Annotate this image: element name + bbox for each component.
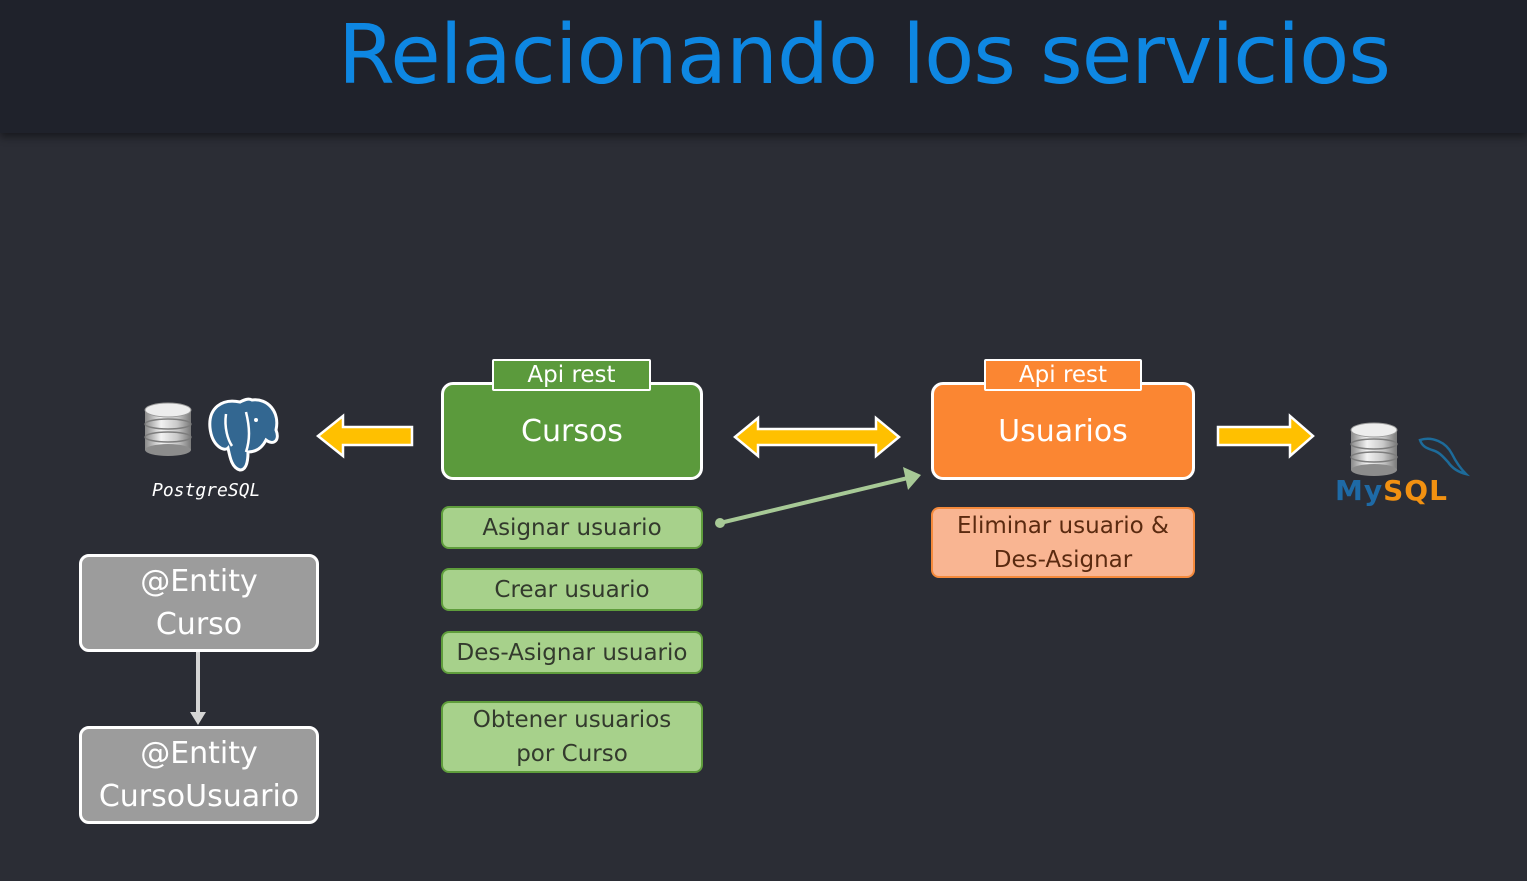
svg-text:MySQL: MySQL: [1335, 474, 1448, 507]
cursos-api-rest-tag: Api rest: [492, 359, 651, 391]
usuarios-service-name: Usuarios: [998, 413, 1128, 449]
cursos-service-name: Cursos: [521, 413, 623, 449]
entity-cursousuario: @Entity CursoUsuario: [79, 726, 319, 824]
arrow-cursos-to-postgresql: [315, 413, 414, 459]
entity-link-arrow: [190, 652, 206, 725]
op-crear-usuario: Crear usuario: [441, 568, 703, 611]
usuarios-service-box: Usuarios: [931, 382, 1195, 480]
op-eliminar-usuario-des-asignar: Eliminar usuario & Des-Asignar: [931, 507, 1195, 578]
op-des-asignar-usuario: Des-Asignar usuario: [441, 631, 703, 674]
double-arrow-cursos-usuarios: [733, 415, 901, 459]
op-label: Asignar usuario: [482, 514, 662, 541]
entity-annotation: @Entity: [140, 564, 258, 599]
entity-name: CursoUsuario: [98, 779, 300, 814]
usuarios-api-rest-tag: Api rest: [984, 359, 1142, 391]
slide-title: Relacionando los servicios: [338, 8, 1391, 103]
postgresql-database-icon: [144, 402, 192, 456]
mysql-logo: MySQL: [1335, 474, 1448, 507]
arrow-usuarios-to-mysql: [1216, 413, 1315, 459]
postgresql-label: PostgreSQL: [152, 480, 261, 501]
entity-name: Curso: [155, 607, 243, 642]
cursos-service-box: Cursos: [441, 382, 703, 480]
usuarios-tag-label: Api rest: [1018, 361, 1108, 388]
op-label: Crear usuario: [494, 576, 650, 603]
op-asignar-usuario: Asignar usuario: [441, 506, 703, 549]
mysql-database-icon: [1350, 422, 1398, 476]
op-obtener-usuarios-por-curso: Obtener usuarios por Curso: [441, 701, 703, 773]
entity-annotation: @Entity: [140, 736, 258, 771]
header-bar: Relacionando los servicios: [0, 0, 1527, 133]
postgresql-elephant-icon: [208, 397, 279, 472]
entity-curso: @Entity Curso: [79, 554, 319, 652]
mysql-dolphin-icon: [1418, 437, 1471, 477]
op-label: Obtener usuarios por Curso: [472, 707, 672, 767]
connector-asignar-to-usuarios: [715, 467, 921, 528]
cursos-tag-label: Api rest: [527, 361, 616, 388]
op-label: Eliminar usuario & Des-Asignar: [957, 512, 1169, 573]
op-label: Des-Asignar usuario: [456, 639, 688, 666]
